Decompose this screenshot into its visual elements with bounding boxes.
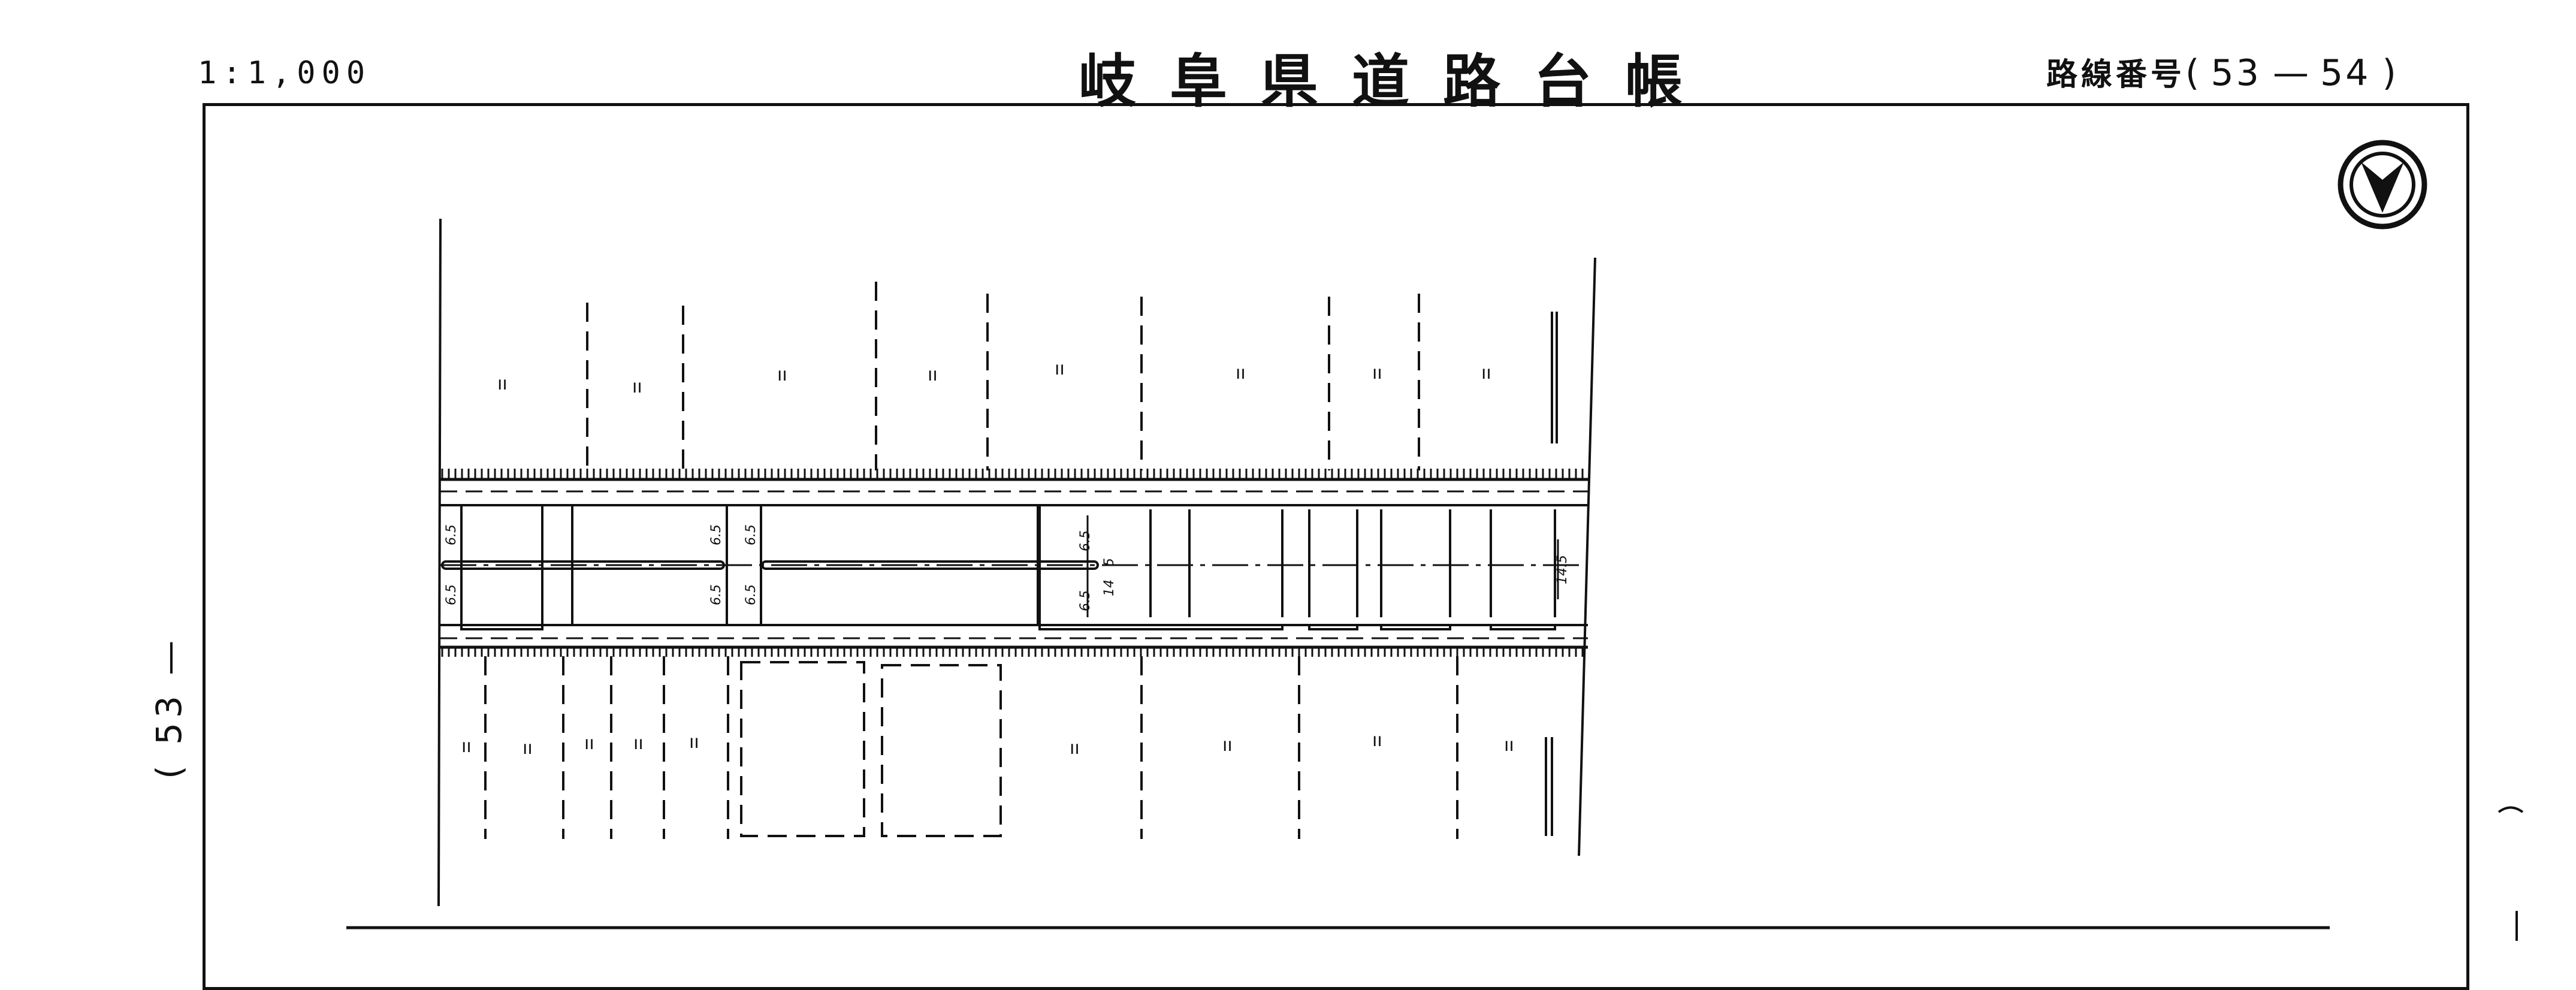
- route-to: 54: [2320, 52, 2371, 94]
- lane-width-label: 6.5: [709, 524, 724, 545]
- parcel-mark: ıı: [777, 364, 787, 385]
- parcel-mark: ıı: [632, 376, 642, 397]
- total-width-label: 14.5: [1555, 555, 1570, 584]
- parcel-mark: ıı: [1481, 363, 1491, 384]
- parcel-mark: ıı: [584, 733, 594, 754]
- lane-width-label: 6.5: [444, 524, 459, 545]
- lane-width-label: 6.5: [1078, 590, 1093, 611]
- scale-label: 1:1,000: [198, 55, 372, 91]
- route-number-label: 路線番号: [2046, 57, 2186, 93]
- lane-width-label: 6.5: [1078, 530, 1093, 551]
- parcel-mark: ıı: [689, 732, 699, 753]
- parcel-mark: ıı: [1222, 735, 1233, 756]
- parcel-mark: ıı: [523, 738, 533, 759]
- embankment-hatching: [441, 469, 1584, 657]
- route-number: 路線番号( 53 — 54 ): [2046, 49, 2396, 94]
- parcel-mark: ıı: [1372, 363, 1382, 384]
- parcel-mark: ıı: [1236, 363, 1246, 384]
- parcel-mark: ıı: [1070, 738, 1080, 759]
- parcel-mark: ıı: [928, 364, 938, 385]
- left-boundary-line: [437, 218, 442, 907]
- parcel-mark: ıı: [1055, 358, 1065, 379]
- north-arrow-icon: [2338, 140, 2427, 230]
- parcel-mark: ıı: [633, 733, 644, 754]
- road-outline: [440, 478, 1588, 649]
- parcel-mark: ıı: [497, 373, 508, 394]
- parcel-mark: ıı: [461, 736, 472, 757]
- sidewalk-blocks: [460, 505, 1556, 630]
- median-width-label: 5: [1102, 558, 1117, 566]
- parcel-mark: ıı: [1372, 730, 1382, 751]
- route-from: 53: [2210, 52, 2261, 94]
- dimension-lines: [1086, 515, 1559, 617]
- parcel-lines-north: [586, 282, 1420, 470]
- right-boundary-line: [1578, 257, 1596, 856]
- route-close-paren: ): [2382, 52, 2396, 94]
- road-plan-drawing: 6.5 6.5 6.5 6.5 6.5 6.5 6.5 6.5 5 14 14.…: [346, 140, 2427, 929]
- lane-width-label: 6.5: [709, 584, 724, 605]
- route-open-paren: (: [2185, 52, 2200, 94]
- lane-width-label: 6.5: [744, 524, 759, 545]
- lane-width-label: 6.5: [444, 584, 459, 605]
- parcel-mark: ıı: [1504, 735, 1514, 756]
- route-dash: —: [2272, 52, 2309, 94]
- lane-width-label: 6.5: [744, 584, 759, 605]
- parcel-lines-south: [484, 656, 1458, 839]
- carriageway-width-label: 14: [1102, 579, 1117, 596]
- adjacent-sheet-marks: [2498, 806, 2524, 941]
